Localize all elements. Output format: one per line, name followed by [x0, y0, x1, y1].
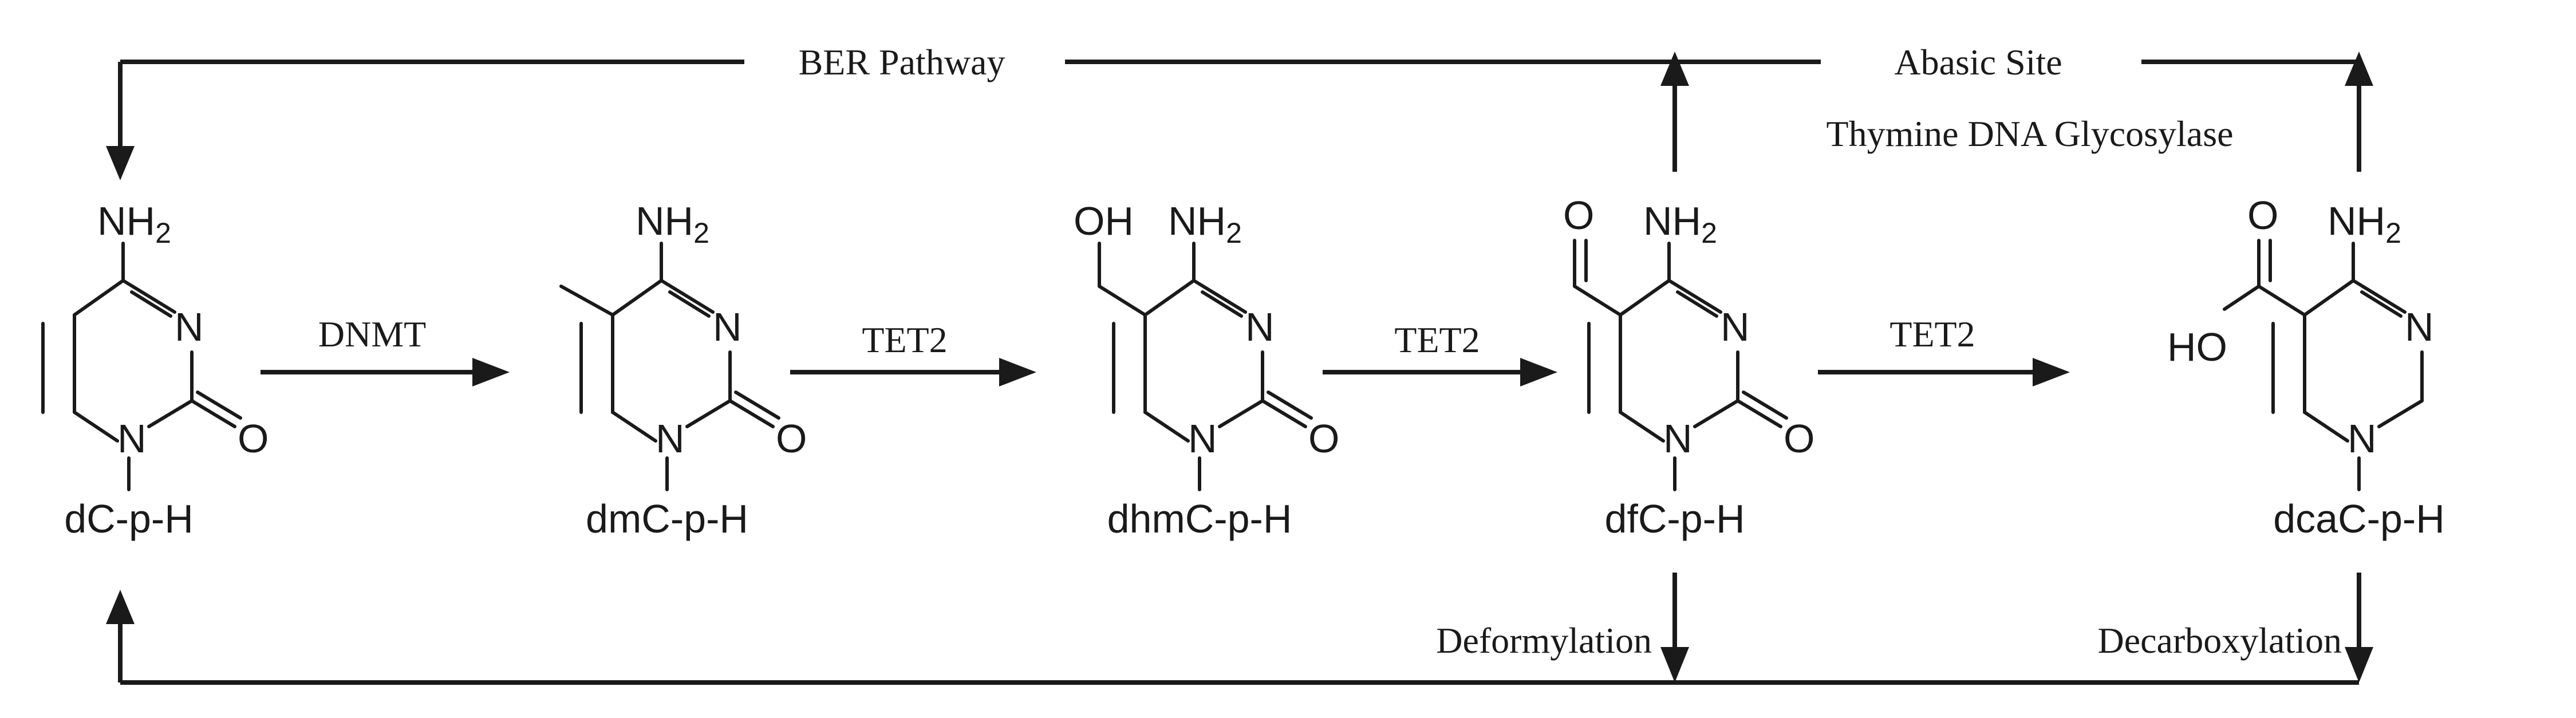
ring-n1: N — [1663, 416, 1693, 461]
ring-n1: N — [117, 416, 147, 461]
compound-label: dcaC-p-H — [2273, 496, 2445, 541]
carboxyl-hydroxyl: HO — [2167, 325, 2227, 369]
ring-n3: N — [1721, 305, 1750, 349]
arrow-up-to-dc-icon — [106, 590, 135, 624]
compound-dfc: NH2 N O N O dfC-p-H — [1563, 193, 1814, 541]
ring-n3: N — [2405, 305, 2434, 349]
amino-group: NH2 — [1643, 199, 1717, 249]
carboxyl-bond — [2257, 285, 2306, 317]
ring-n3: N — [713, 305, 742, 349]
carbonyl-o: O — [238, 416, 269, 461]
ring-n3: N — [175, 305, 204, 349]
ring-n1: N — [1188, 416, 1217, 461]
hydroxymethyl-bond — [1098, 285, 1147, 317]
arrow-down-from-dcac-icon — [2345, 647, 2373, 683]
carbonyl-o: O — [776, 416, 807, 461]
arrow-down-to-dc-icon — [106, 146, 135, 180]
compound-dmc: NH2 N O N dmC-p-H — [559, 199, 807, 541]
abasic-site-label: Abasic Site — [1894, 42, 2062, 82]
ber-pathway-loop: BER Pathway Abasic Site Thymine DNA Glyc… — [106, 42, 2373, 180]
compound-label: dmC-p-H — [586, 496, 748, 541]
compound-label: dfC-p-H — [1604, 496, 1745, 541]
compound-label: dC-p-H — [64, 496, 194, 541]
methyl-group — [559, 285, 614, 317]
return-loop: Deformylation Decarboxylation — [106, 573, 2373, 685]
reaction-arrow-tet2-3: TET2 — [1818, 314, 2070, 386]
arrow-down-from-dfc-icon — [1660, 647, 1689, 683]
reaction-arrows: DNMT TET2 TET2 TET2 — [261, 314, 2070, 386]
reaction-arrow-dnmt: DNMT — [261, 314, 510, 386]
thymine-dna-glycosylase-label: Thymine DNA Glycosylase — [1827, 113, 2234, 154]
carbonyl-o: O — [1784, 416, 1814, 461]
ring-n3: N — [1245, 305, 1275, 349]
enzyme-label: TET2 — [1394, 319, 1480, 360]
reaction-arrowhead-icon — [999, 358, 1036, 386]
amino-group: NH2 — [1168, 199, 1242, 249]
amino-group: NH2 — [636, 199, 709, 249]
ber-pathway-label: BER Pathway — [799, 42, 1005, 82]
formyl-bond — [1573, 285, 1622, 317]
compound-label: dhmC-p-H — [1107, 496, 1292, 541]
arrow-up-from-dcac-icon — [2345, 52, 2373, 86]
amino-group: NH2 — [2328, 199, 2401, 249]
carbonyl-o: O — [1308, 416, 1339, 461]
arrow-up-from-dfc-icon — [1660, 52, 1689, 86]
reaction-arrow-tet2-2: TET2 — [1323, 319, 1557, 386]
reaction-arrow-tet2-1: TET2 — [790, 319, 1036, 386]
reaction-arrowhead-icon — [1520, 358, 1557, 386]
compound-dhmc: NH2 N O N OH dhmC-p-H — [1074, 199, 1339, 541]
reaction-arrowhead-icon — [2033, 358, 2070, 386]
reaction-arrowhead-icon — [472, 358, 510, 386]
amino-group: NH2 — [97, 199, 171, 249]
enzyme-label: TET2 — [862, 319, 947, 360]
compound-dcac: NH2 N N O HO dcaC-p-H — [2167, 193, 2445, 541]
hydroxyl-group: OH — [1074, 199, 1134, 243]
decarboxylation-label: Decarboxylation — [2098, 620, 2342, 661]
ring-n1: N — [2348, 416, 2377, 461]
deformylation-label: Deformylation — [1436, 620, 1652, 661]
formyl-oxygen: O — [1563, 193, 1594, 238]
enzyme-label: TET2 — [1889, 314, 1975, 354]
compound-dc: NH2 N O N dC-p-H — [41, 199, 269, 541]
ring-n1: N — [656, 416, 685, 461]
enzyme-label: DNMT — [318, 314, 426, 354]
carboxyl-oxygen: O — [2247, 193, 2278, 238]
